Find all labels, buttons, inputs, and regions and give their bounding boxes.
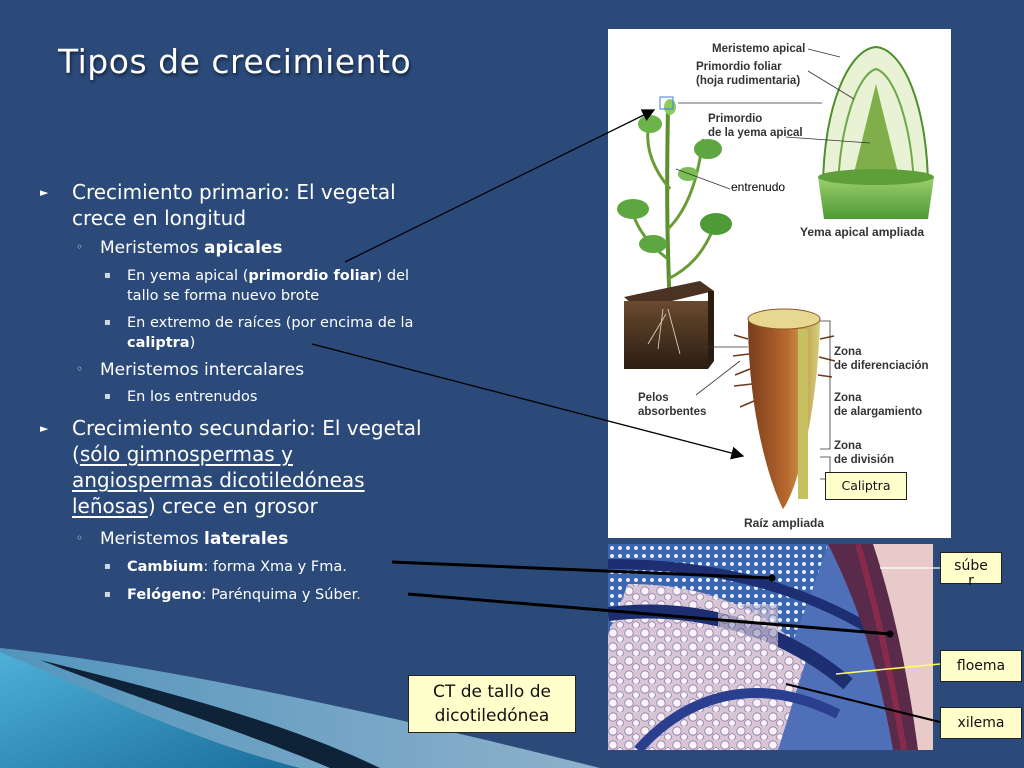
dot-felogeno — [886, 630, 894, 638]
slide-title: Tipos de crecimiento — [58, 42, 412, 81]
bullet-apicales: Meristemos apicales — [100, 238, 283, 258]
label-pelos: Pelos — [638, 392, 669, 404]
line-xilema — [785, 683, 941, 723]
label-de-diferenciacion: de diferenciación — [834, 360, 929, 372]
label-de-alargamiento: de alargamiento — [834, 406, 922, 418]
bullet-intercalares: Meristemos intercalares — [100, 360, 305, 380]
bullet-raices: En extremo de raíces (por encima de la — [127, 315, 414, 331]
caliptra-label-box: Caliptra — [825, 472, 907, 500]
sub-sub-bullet-square-icon: ▪ — [104, 391, 111, 402]
line-cambium — [391, 560, 773, 580]
label-zona-3: Zona — [834, 440, 862, 452]
label-hoja-rudimentaria: (hoja rudimentaria) — [696, 75, 800, 87]
bullet-raices-cont: caliptra) — [127, 335, 196, 351]
soil-block — [624, 281, 714, 369]
arrow-apicales — [344, 109, 656, 263]
bullet-secundario-cont2: angiospermas dicotiledóneas — [72, 468, 365, 492]
bullet-primario-cont: crece en longitud — [72, 206, 247, 230]
bullet-cambium: Cambium: forma Xma y Fma. — [127, 559, 347, 575]
bullet-entrenudos: En los entrenudos — [127, 389, 258, 405]
label-meristemo-apical: Meristemo apical — [712, 43, 805, 55]
sub-bullet-circle-icon: ◦ — [76, 362, 84, 376]
bullet-yema: En yema apical (primordio foliar) del — [127, 268, 410, 284]
label-zona-1: Zona — [834, 346, 862, 358]
plant-illustration — [617, 96, 732, 315]
sub-sub-bullet-square-icon: ▪ — [104, 561, 111, 572]
label-primordio: Primordio — [708, 113, 762, 125]
plant-diagram: Meristemo apical Primordio foliar (hoja … — [608, 29, 951, 538]
arrow-caliptra — [311, 343, 745, 460]
apical-bud-illustration — [818, 45, 934, 219]
sub-bullet-circle-icon: ◦ — [76, 531, 84, 545]
label-de-la-yema: de la yema apical — [708, 127, 803, 139]
sub-sub-bullet-square-icon: ▪ — [104, 270, 111, 281]
bullet-arrow-icon: ► — [40, 186, 49, 199]
sub-sub-bullet-square-icon: ▪ — [104, 317, 111, 328]
label-zona-2: Zona — [834, 392, 862, 404]
diagram-labels: Meristemo apical Primordio foliar (hoja … — [638, 43, 929, 530]
label-absorbentes: absorbentes — [638, 406, 706, 418]
line-floema — [835, 663, 941, 675]
root-illustration — [732, 308, 836, 509]
bullet-secundario-cont3: leñosas) crece en grosor — [72, 494, 318, 518]
bullet-yema-cont: tallo se forma nuevo brote — [127, 288, 320, 304]
bullet-laterales: Meristemos laterales — [100, 529, 289, 549]
bullet-secundario-cont1: (sólo gimnospermas y — [72, 442, 293, 466]
label-entrenudo: entrenudo — [731, 180, 785, 194]
xilema-label-box: xilema — [940, 707, 1022, 739]
bullet-secundario: Crecimiento secundario: El vegetal — [72, 416, 422, 440]
floema-label-box: floema — [940, 650, 1022, 682]
label-de-division: de división — [834, 454, 894, 466]
label-yema-apical-ampliada: Yema apical ampliada — [800, 225, 924, 239]
bullet-arrow-icon: ► — [40, 422, 49, 435]
line-felogeno — [407, 592, 891, 636]
label-primordio-foliar: Primordio foliar — [696, 61, 782, 73]
label-raiz-ampliada: Raíz ampliada — [744, 516, 824, 530]
bullet-felogeno: Felógeno: Parénquima y Súber. — [127, 587, 361, 603]
bullet-primario: Crecimiento primario: El vegetal — [72, 180, 396, 204]
sub-sub-bullet-square-icon: ▪ — [104, 589, 111, 600]
dot-cambium — [768, 574, 776, 582]
sub-bullet-circle-icon: ◦ — [76, 240, 84, 254]
